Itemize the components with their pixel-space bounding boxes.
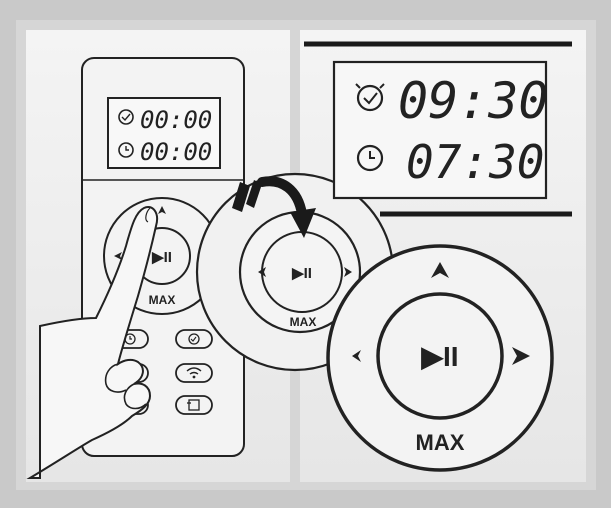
dock-button[interactable] — [175, 395, 213, 415]
alarm-icon — [188, 333, 200, 345]
magnifier-max-label: MAX — [290, 315, 317, 329]
wifi-icon — [186, 367, 202, 379]
display-time-bottom: 07:30 — [406, 135, 544, 189]
remote-control: 00:00 00:00 ▶II MAX — [81, 57, 245, 457]
remote-play-pause-label: ▶II — [151, 249, 172, 266]
display-zoom: 09:30 07:30 — [304, 41, 572, 217]
remote-left-arrow-icon[interactable] — [114, 252, 122, 260]
wifi-button[interactable] — [175, 363, 213, 383]
remote-time-bottom: 00:00 — [140, 138, 212, 166]
dpad-zoom-play-pause-label: ▶II — [420, 341, 458, 372]
remote-max-label: MAX — [149, 293, 176, 307]
pointing-hand-illustration — [26, 206, 158, 479]
display-time-top: 09:30 — [398, 72, 549, 130]
clock-icon — [356, 144, 384, 172]
dock-icon — [187, 399, 200, 411]
alarm-icon — [355, 83, 385, 112]
schedule-button[interactable] — [175, 329, 213, 349]
magnifier-right-arrow-icon[interactable] — [344, 267, 352, 277]
press-arrow-icon — [232, 176, 316, 238]
dpad-zoom: ▶II MAX — [326, 244, 554, 472]
dpad-zoom-up-arrow-icon[interactable] — [431, 262, 449, 278]
remote-time-top: 00:00 — [140, 106, 212, 134]
alarm-icon — [118, 109, 134, 125]
display-screen — [332, 60, 548, 200]
magnifier-left-arrow-icon[interactable] — [258, 267, 266, 277]
magnifier-play-pause-label: ▶II — [291, 265, 312, 282]
remote-up-arrow-icon[interactable] — [158, 206, 166, 214]
dpad-zoom-right-arrow-icon[interactable] — [512, 347, 530, 365]
dpad-zoom-max-label: MAX — [416, 430, 465, 455]
dpad-zoom-play-pause-button[interactable] — [376, 292, 504, 420]
dpad-zoom-left-arrow-icon[interactable] — [352, 350, 361, 362]
clock-icon — [118, 142, 134, 158]
magnifier-callout: ▶II MAX — [195, 172, 395, 372]
